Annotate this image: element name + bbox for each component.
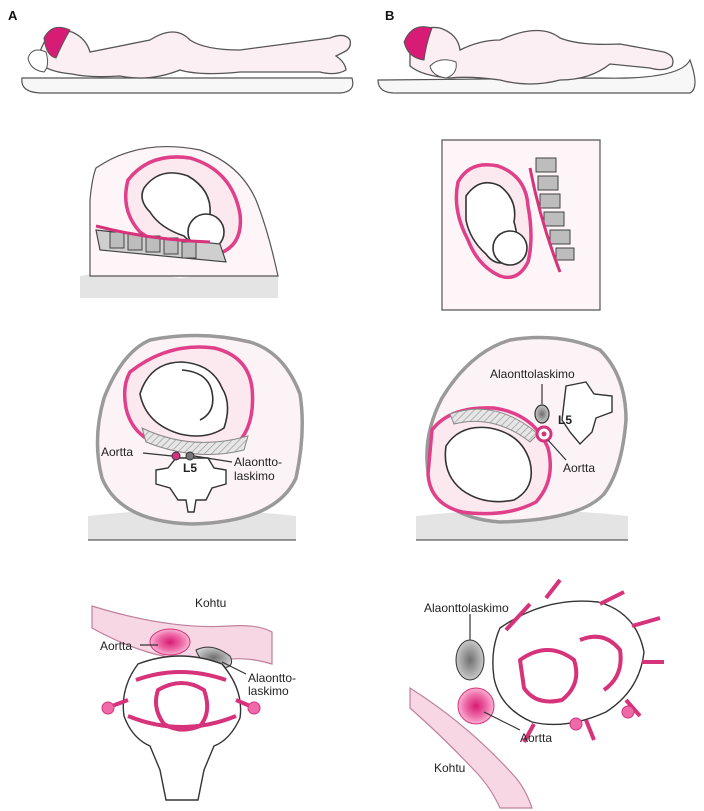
panel-label-a: A — [8, 8, 18, 23]
label-vena-cava-axial-supine-line2: laskimo — [234, 469, 275, 483]
label-l5-axial-supine: L5 — [183, 461, 197, 475]
left-lateral-woman-figure — [378, 27, 695, 93]
axial-supine-view: Aortta Alaontto- laskimo L5 — [88, 335, 302, 540]
label-aorta-closeup-lateral: Aortta — [520, 731, 552, 745]
label-uterus-closeup-supine: Kohtu — [195, 596, 226, 610]
label-uterus-closeup-lateral: Kohtu — [434, 761, 465, 775]
label-vena-cava-closeup-supine-line2: laskimo — [248, 684, 289, 698]
label-l5-axial-lateral: L5 — [558, 413, 572, 427]
label-vena-cava-closeup-lateral: Alaonttolaskimo — [424, 601, 509, 615]
sagittal-lateral-view — [442, 140, 600, 310]
label-vena-cava-axial-lateral: Alaonttolaskimo — [490, 367, 575, 381]
axial-lateral-view: Alaonttolaskimo L5 Aortta — [416, 338, 628, 540]
sagittal-supine-view — [80, 147, 278, 298]
label-aorta-axial-supine: Aortta — [101, 445, 133, 459]
label-aorta-closeup-supine: Aortta — [100, 639, 132, 653]
label-vena-cava-axial-supine-line1: Alaontto- — [234, 455, 282, 469]
panel-label-b: B — [385, 8, 394, 23]
closeup-lateral-vertebra: Alaonttolaskimo Aortta Kohtu — [410, 580, 664, 808]
closeup-supine-vertebra: Kohtu Aortta Alaontto- laskimo — [92, 596, 296, 800]
supine-woman-figure — [22, 27, 353, 93]
label-aorta-axial-lateral: Aortta — [563, 461, 595, 475]
label-vena-cava-closeup-supine-line1: Alaontto- — [248, 671, 296, 685]
